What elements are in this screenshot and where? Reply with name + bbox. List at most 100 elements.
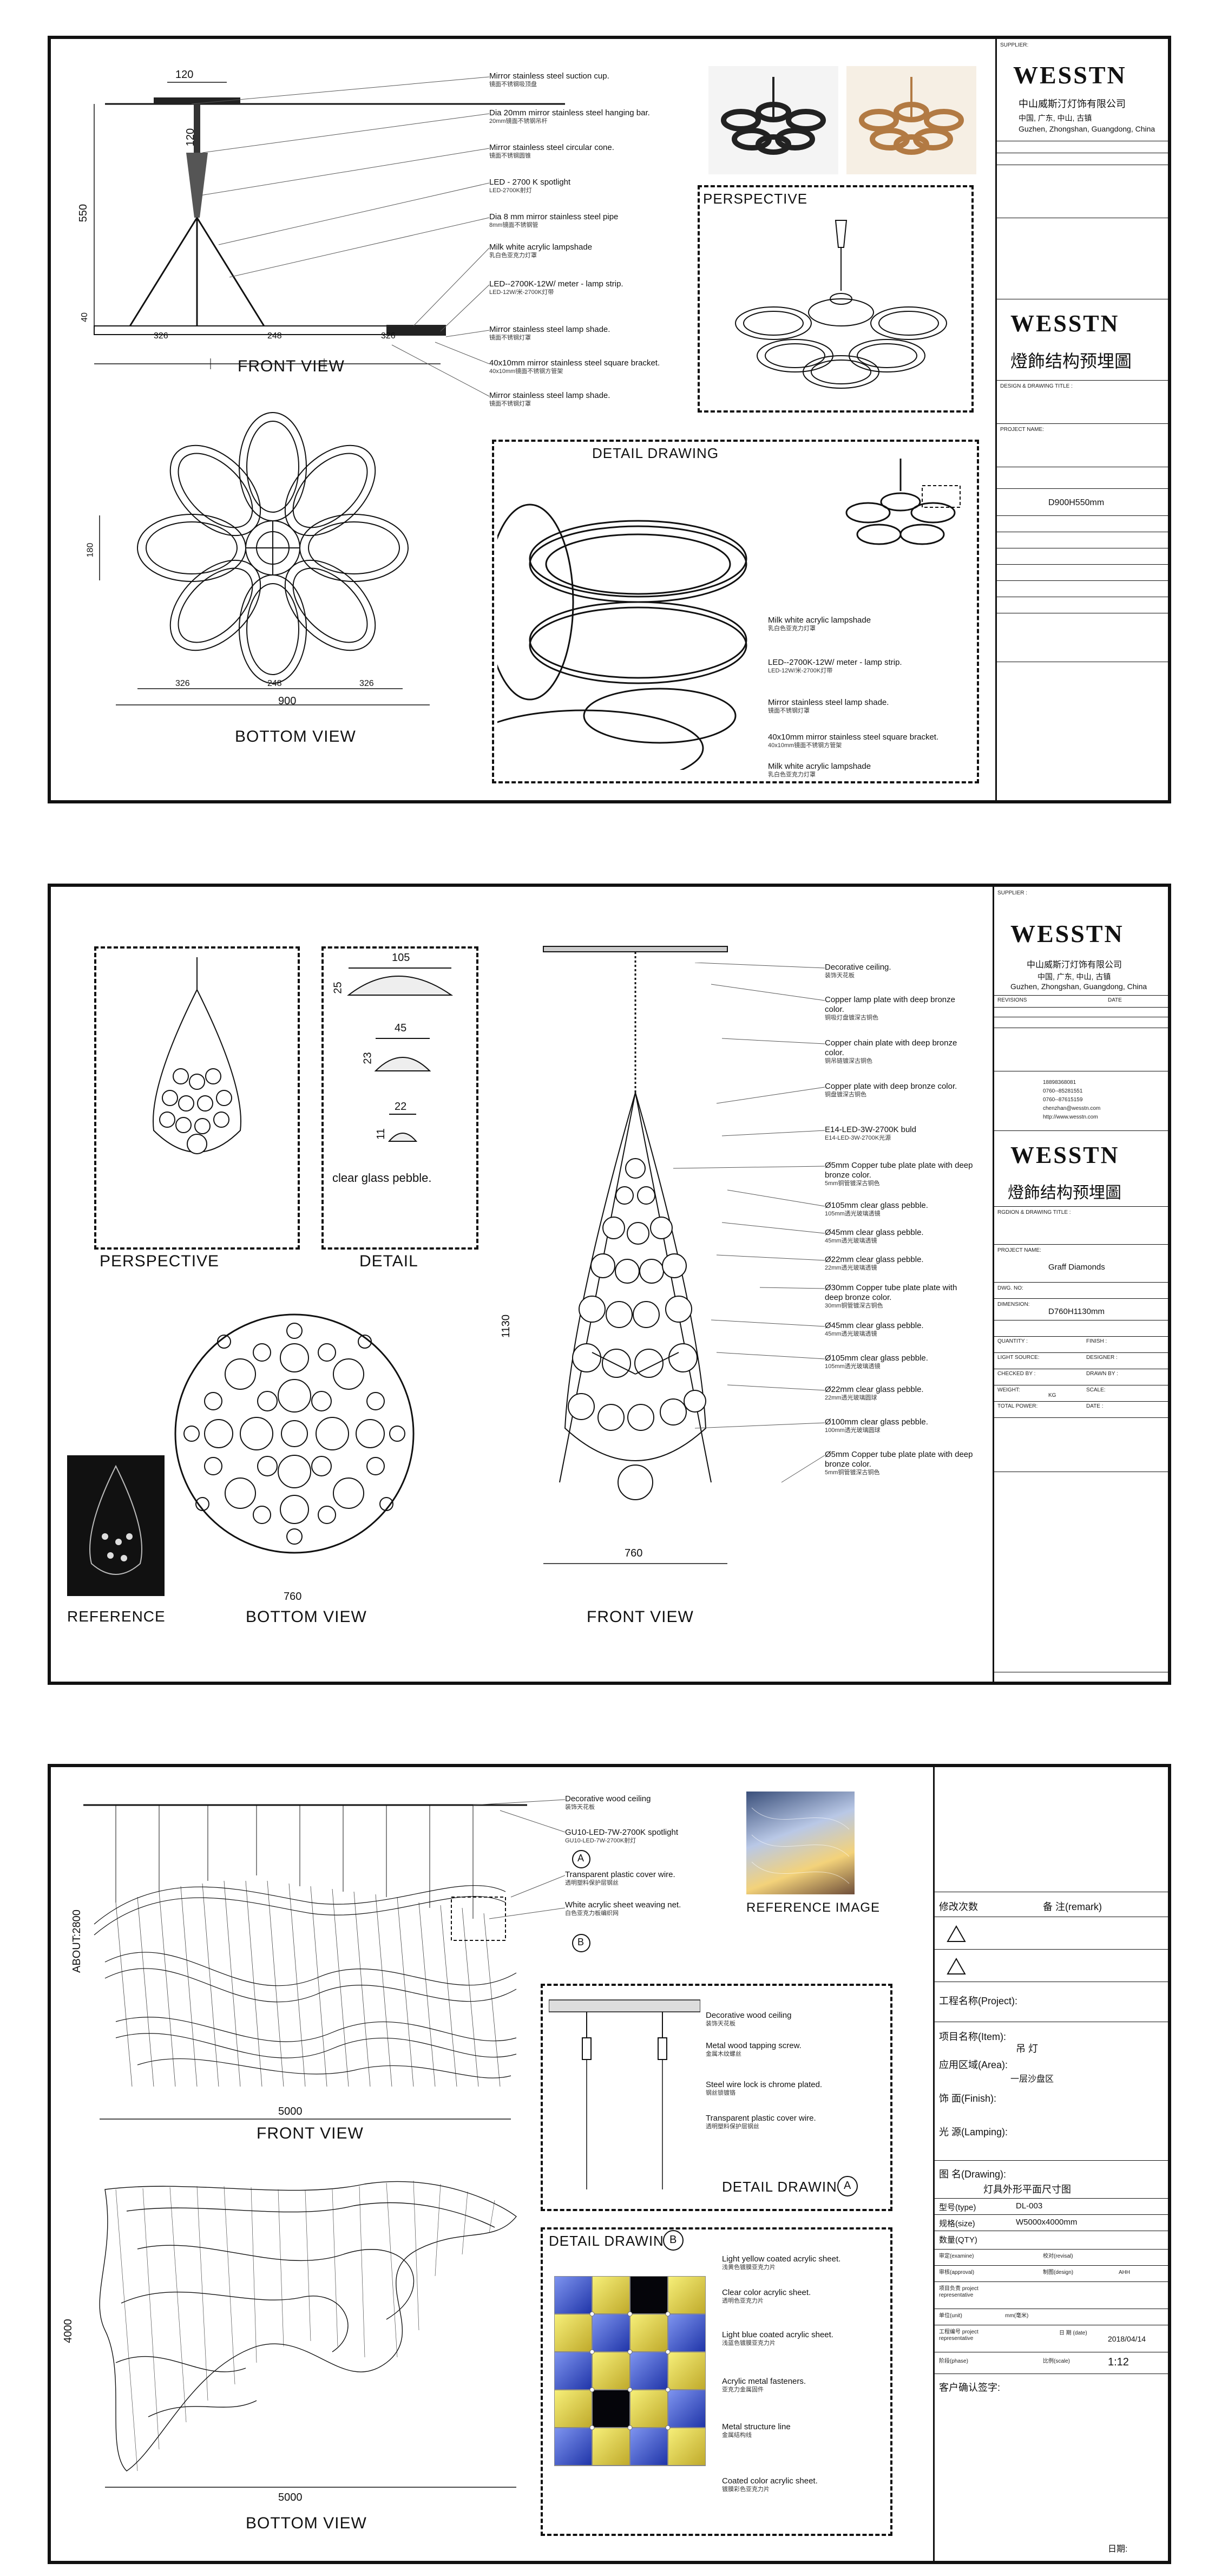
unit-value: mm(毫米) [1005,2313,1029,2319]
customer-sign-label: 客户确认签字: [939,2382,1001,2393]
callout-label: LED--2700K-12W/ meter - lamp strip. [489,279,623,289]
dimension-label: DIMENSION: [997,1302,1030,1307]
detail-box-2 [321,946,478,1250]
acrylic-grid [554,2276,706,2466]
company-addr-en: Guzhen, Zhongshan, Guangdong, China [1019,125,1155,133]
detail-b-marker-letter: B [669,2234,677,2246]
detail-drawing-title: DETAIL DRAWING [592,445,719,461]
front-view-drawing [94,82,565,369]
callout-label-cn: 105mm透光玻璃透镜 [825,1211,881,1217]
dimension-value: D900H550mm [1048,498,1105,507]
lamping-label: 光 源(Lamping): [939,2127,1008,2137]
detail-b-label: Clear color acrylic sheet. [722,2288,811,2297]
detail-b-label-cn: 镀膜彩色亚克力片 [722,2486,770,2493]
detail-label: 40x10mm mirror stainless steel square br… [768,733,939,742]
type-value: DL-003 [1016,2201,1043,2211]
designer-label: DESIGNER : [1086,1355,1118,1361]
bottom-view-title-2: BOTTOM VIEW [246,1608,367,1626]
callout-label-cn: 装饰天花板 [825,972,855,979]
company-logo-2: WESSTN [1010,1142,1120,1168]
callout-label: Copper chain plate with deep bronze colo… [825,1038,957,1057]
callout-label: Copper lamp plate with deep bronze color… [825,995,955,1014]
detail-label-cn: 40x10mm镜面不锈钢方管架 [768,742,842,749]
dim-front-760: 760 [625,1547,643,1559]
callout-label-cn: 乳白色亚克力灯罩 [489,252,537,259]
leader-lines-2 [673,963,825,1483]
perspective-box-2 [94,946,300,1250]
detail-b-label-cn: 亚克力金属固件 [722,2387,764,2393]
drawing-title-label: RGDION & DRAWING TITLE : [997,1209,1071,1215]
callout-label-cn: 45mm透光玻璃透镜 [825,1238,877,1244]
product-photo-gold [846,66,976,174]
dimension-value: D760H1130mm [1048,1307,1105,1316]
dim-bottom-a: 326 [175,679,190,688]
dim-bottom-760: 760 [284,1591,302,1603]
design-label: 制图(design) [1043,2270,1074,2276]
flower-lamp-icon [859,77,964,155]
dim-a: 326 [154,331,168,341]
callout-label: Decorative ceiling. [825,963,891,972]
sign-date-label: 日期: [1108,2545,1128,2554]
callout-label-cn: 45mm透光玻璃透镜 [825,1331,877,1337]
remark-label: 备 注(remark) [1043,1901,1102,1912]
callout-label: Ø5mm Copper tube plate plate with deep b… [825,1161,973,1180]
detail-label: LED--2700K-12W/ meter - lamp strip. [768,658,902,667]
callout-label: E14-LED-3W-2700K buld [825,1125,916,1134]
detail-a-label: Transparent plastic cover wire. [706,2114,816,2123]
pebble-detail [347,967,454,1142]
dim-top: 120 [175,69,194,81]
project-name-value: Graff Diamonds [1048,1263,1105,1272]
bottom-view-title: BOTTOM VIEW [235,728,356,746]
front-view-chandelier [543,946,728,1564]
drawing-value: 灯具外形平面尺寸图 [983,2184,1071,2195]
detail-a-label-cn: 金属木纹螺丝 [706,2051,741,2057]
detail-a-label-cn: 装饰天花板 [706,2021,735,2027]
dim-25: 25 [332,982,344,994]
callout-label: Mirror stainless steel lamp shade. [489,391,610,400]
dim-total: 900 [278,695,297,707]
detail-label: Milk white acrylic lampshade [768,762,871,771]
callout-label: Dia 8 mm mirror stainless steel pipe [489,212,619,221]
callout-label-cn: 8mm镜面不锈钢管 [489,222,538,228]
callout-markers [572,1850,590,1952]
dim-11: 11 [375,1128,387,1140]
qty-label: 数量(QTY) [939,2235,977,2245]
front-view-net [83,1804,527,2120]
callout-label: Ø22mm clear glass pebble. [825,1385,924,1394]
callout-label: Decorative wood ceiling [565,1794,651,1803]
callout-label-cn: LED-12W/米-2700K灯带 [489,289,554,296]
drawing-label: 图 名(Drawing): [939,2169,1007,2180]
leader-lines-3 [472,1799,565,1919]
quantity-label: QUANTITY : [997,1338,1028,1344]
drawing-sheet-2: PERSPECTIVE 105 25 45 23 22 11 clear gla… [48,884,1171,1685]
supplier-label: SUPPLIER : [997,890,1028,896]
area-value: 一层沙盘区 [1010,2075,1054,2084]
callout-label-cn: 20mm镜面不锈钢吊杆 [489,118,548,125]
dim-side: 180 [86,542,95,558]
detail-a-label: Decorative wood ceiling [706,2011,792,2020]
detail-label-cn: 镜面不锈钢灯罩 [768,708,810,714]
callout-label: Ø100mm clear glass pebble. [825,1417,928,1427]
marker-a: A [577,1853,584,1864]
detail-b-label-cn: 浅黄色镀膜亚克力片 [722,2264,776,2271]
callout-label-cn: 铜吸灯盘镀深古铜色 [825,1015,878,1021]
unit-label: 单位(unit) [939,2313,962,2319]
reference-image-title: REFERENCE IMAGE [746,1900,881,1915]
callout-label: Transparent plastic cover wire. [565,1870,675,1879]
perspective-box [698,185,974,413]
dim-b: 248 [267,331,282,341]
callout-label: 40x10mm mirror stainless steel square br… [489,358,660,368]
callout-label-cn: 白色亚克力板编织网 [565,1910,619,1917]
size-value: W5000x4000mm [1016,2218,1078,2227]
callout-label-cn: 105mm透光玻璃透镜 [825,1363,881,1370]
warning-triangle-icon [947,1957,966,1975]
detail-a-title: DETAIL DRAWING [722,2179,849,2195]
dim-front-height: 1130 [500,1314,513,1338]
product-photo-black [708,66,838,174]
company-name-cn: 中山威斯汀灯饰有限公司 [1019,99,1126,109]
detail-a-marker [837,2176,858,2196]
detail-b-label-cn: 透明色亚克力片 [722,2298,764,2304]
detail-b-label: Metal structure line [722,2422,791,2431]
callout-label-cn: 铜吊链镀深古铜色 [825,1058,872,1064]
dim-23: 23 [362,1052,374,1064]
